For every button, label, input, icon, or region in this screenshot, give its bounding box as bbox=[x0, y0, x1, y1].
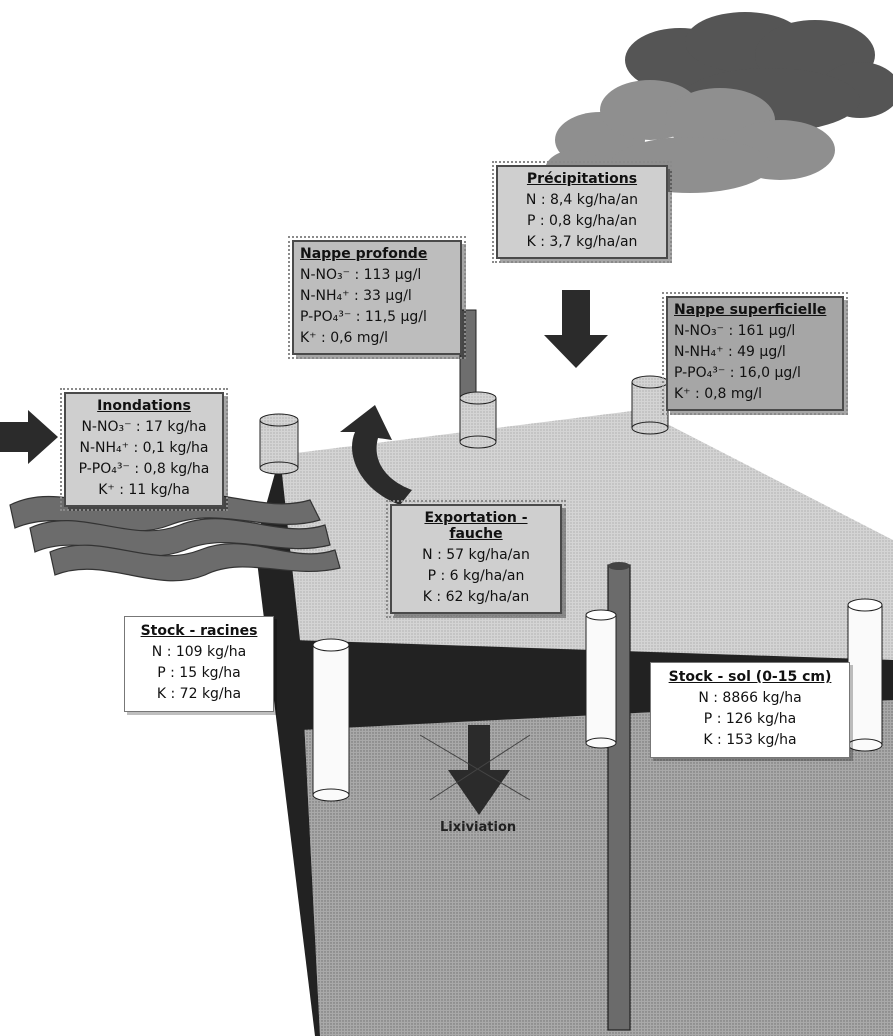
deep-well-pipe bbox=[459, 309, 477, 406]
exportation-row: P : 6 kg/ha/an bbox=[427, 568, 525, 584]
white-tube-icon bbox=[585, 609, 617, 749]
cylinder-icon bbox=[459, 391, 497, 449]
exportation-title: Exportation - fauche bbox=[424, 510, 528, 542]
inondations-box: Inondations N-NO₃⁻ : 17 kg/ha N-NH₄⁺ : 0… bbox=[60, 388, 228, 511]
export-curved-arrow bbox=[340, 405, 412, 505]
exportation-box: Exportation - fauche N : 57 kg/ha/an P :… bbox=[386, 500, 566, 618]
stock-racines-row: K : 72 kg/ha bbox=[156, 686, 242, 702]
white-tube-icon bbox=[847, 598, 883, 752]
stock-racines-title: Stock - racines bbox=[140, 623, 258, 639]
precipitations-row: N : 8,4 kg/ha/an bbox=[525, 192, 639, 208]
nappe-profonde-row: P-PO₄³⁻ : 11,5 µg/l bbox=[300, 309, 427, 325]
exportation-row: K : 62 kg/ha/an bbox=[422, 589, 530, 605]
inondations-row: N-NO₃⁻ : 17 kg/ha bbox=[81, 419, 207, 435]
precip-down-arrow bbox=[544, 290, 608, 368]
inondations-row: N-NH₄⁺ : 0,1 kg/ha bbox=[79, 440, 209, 456]
inondations-row: K⁺ : 11 kg/ha bbox=[98, 482, 190, 498]
nappe-profonde-title: Nappe profonde bbox=[300, 246, 428, 262]
nappe-profonde-row: K⁺ : 0,6 mg/l bbox=[300, 330, 389, 346]
nappe-superficielle-row: P-PO₄³⁻ : 16,0 µg/l bbox=[674, 365, 801, 381]
precipitations-row: P : 0,8 kg/ha/an bbox=[526, 213, 638, 229]
stock-racines-row: N : 109 kg/ha bbox=[151, 644, 247, 660]
nappe-superficielle-title: Nappe superficielle bbox=[674, 302, 827, 318]
stock-sol-title: Stock - sol (0-15 cm) bbox=[668, 669, 832, 685]
stock-sol-row: K : 153 kg/ha bbox=[703, 732, 797, 748]
cylinder-icon bbox=[259, 413, 299, 475]
nappe-superficielle-row: N-NO₃⁻ : 161 µg/l bbox=[674, 323, 796, 339]
stock-racines-row: P : 15 kg/ha bbox=[157, 665, 241, 681]
cloud-light-icon bbox=[545, 80, 835, 193]
soil-left-edge bbox=[255, 455, 320, 1036]
stock-sol-row: P : 126 kg/ha bbox=[703, 711, 797, 727]
precipitations-row: K : 3,7 kg/ha/an bbox=[526, 234, 638, 250]
nappe-profonde-row: N-NO₃⁻ : 113 µg/l bbox=[300, 267, 422, 283]
stock-sol-box: Stock - sol (0-15 cm) N : 8866 kg/ha P :… bbox=[650, 662, 850, 758]
stock-racines-box: Stock - racines N : 109 kg/ha P : 15 kg/… bbox=[124, 616, 274, 712]
nappe-superficielle-row: K⁺ : 0,8 mg/l bbox=[674, 386, 763, 402]
precipitations-title: Précipitations bbox=[526, 171, 638, 187]
cloud-dark-icon bbox=[625, 12, 893, 132]
nappe-profonde-box: Nappe profonde N-NO₃⁻ : 113 µg/l N-NH₄⁺ … bbox=[288, 236, 466, 359]
inondations-row: P-PO₄³⁻ : 0,8 kg/ha bbox=[78, 461, 210, 477]
inondations-title: Inondations bbox=[97, 398, 191, 414]
stock-sol-row: N : 8866 kg/ha bbox=[698, 690, 802, 706]
flood-inflow-arrow bbox=[0, 410, 58, 464]
cylinder-icon bbox=[631, 375, 669, 435]
lixiviation-label: Lixiviation bbox=[440, 820, 517, 835]
white-tube-icon bbox=[312, 638, 350, 802]
exportation-row: N : 57 kg/ha/an bbox=[422, 547, 530, 563]
nappe-superficielle-row: N-NH₄⁺ : 49 µg/l bbox=[674, 344, 786, 360]
precipitations-box: Précipitations N : 8,4 kg/ha/an P : 0,8 … bbox=[492, 161, 672, 263]
nappe-superficielle-box: Nappe superficielle N-NO₃⁻ : 161 µg/l N-… bbox=[662, 292, 848, 415]
nappe-profonde-row: N-NH₄⁺ : 33 µg/l bbox=[300, 288, 412, 304]
